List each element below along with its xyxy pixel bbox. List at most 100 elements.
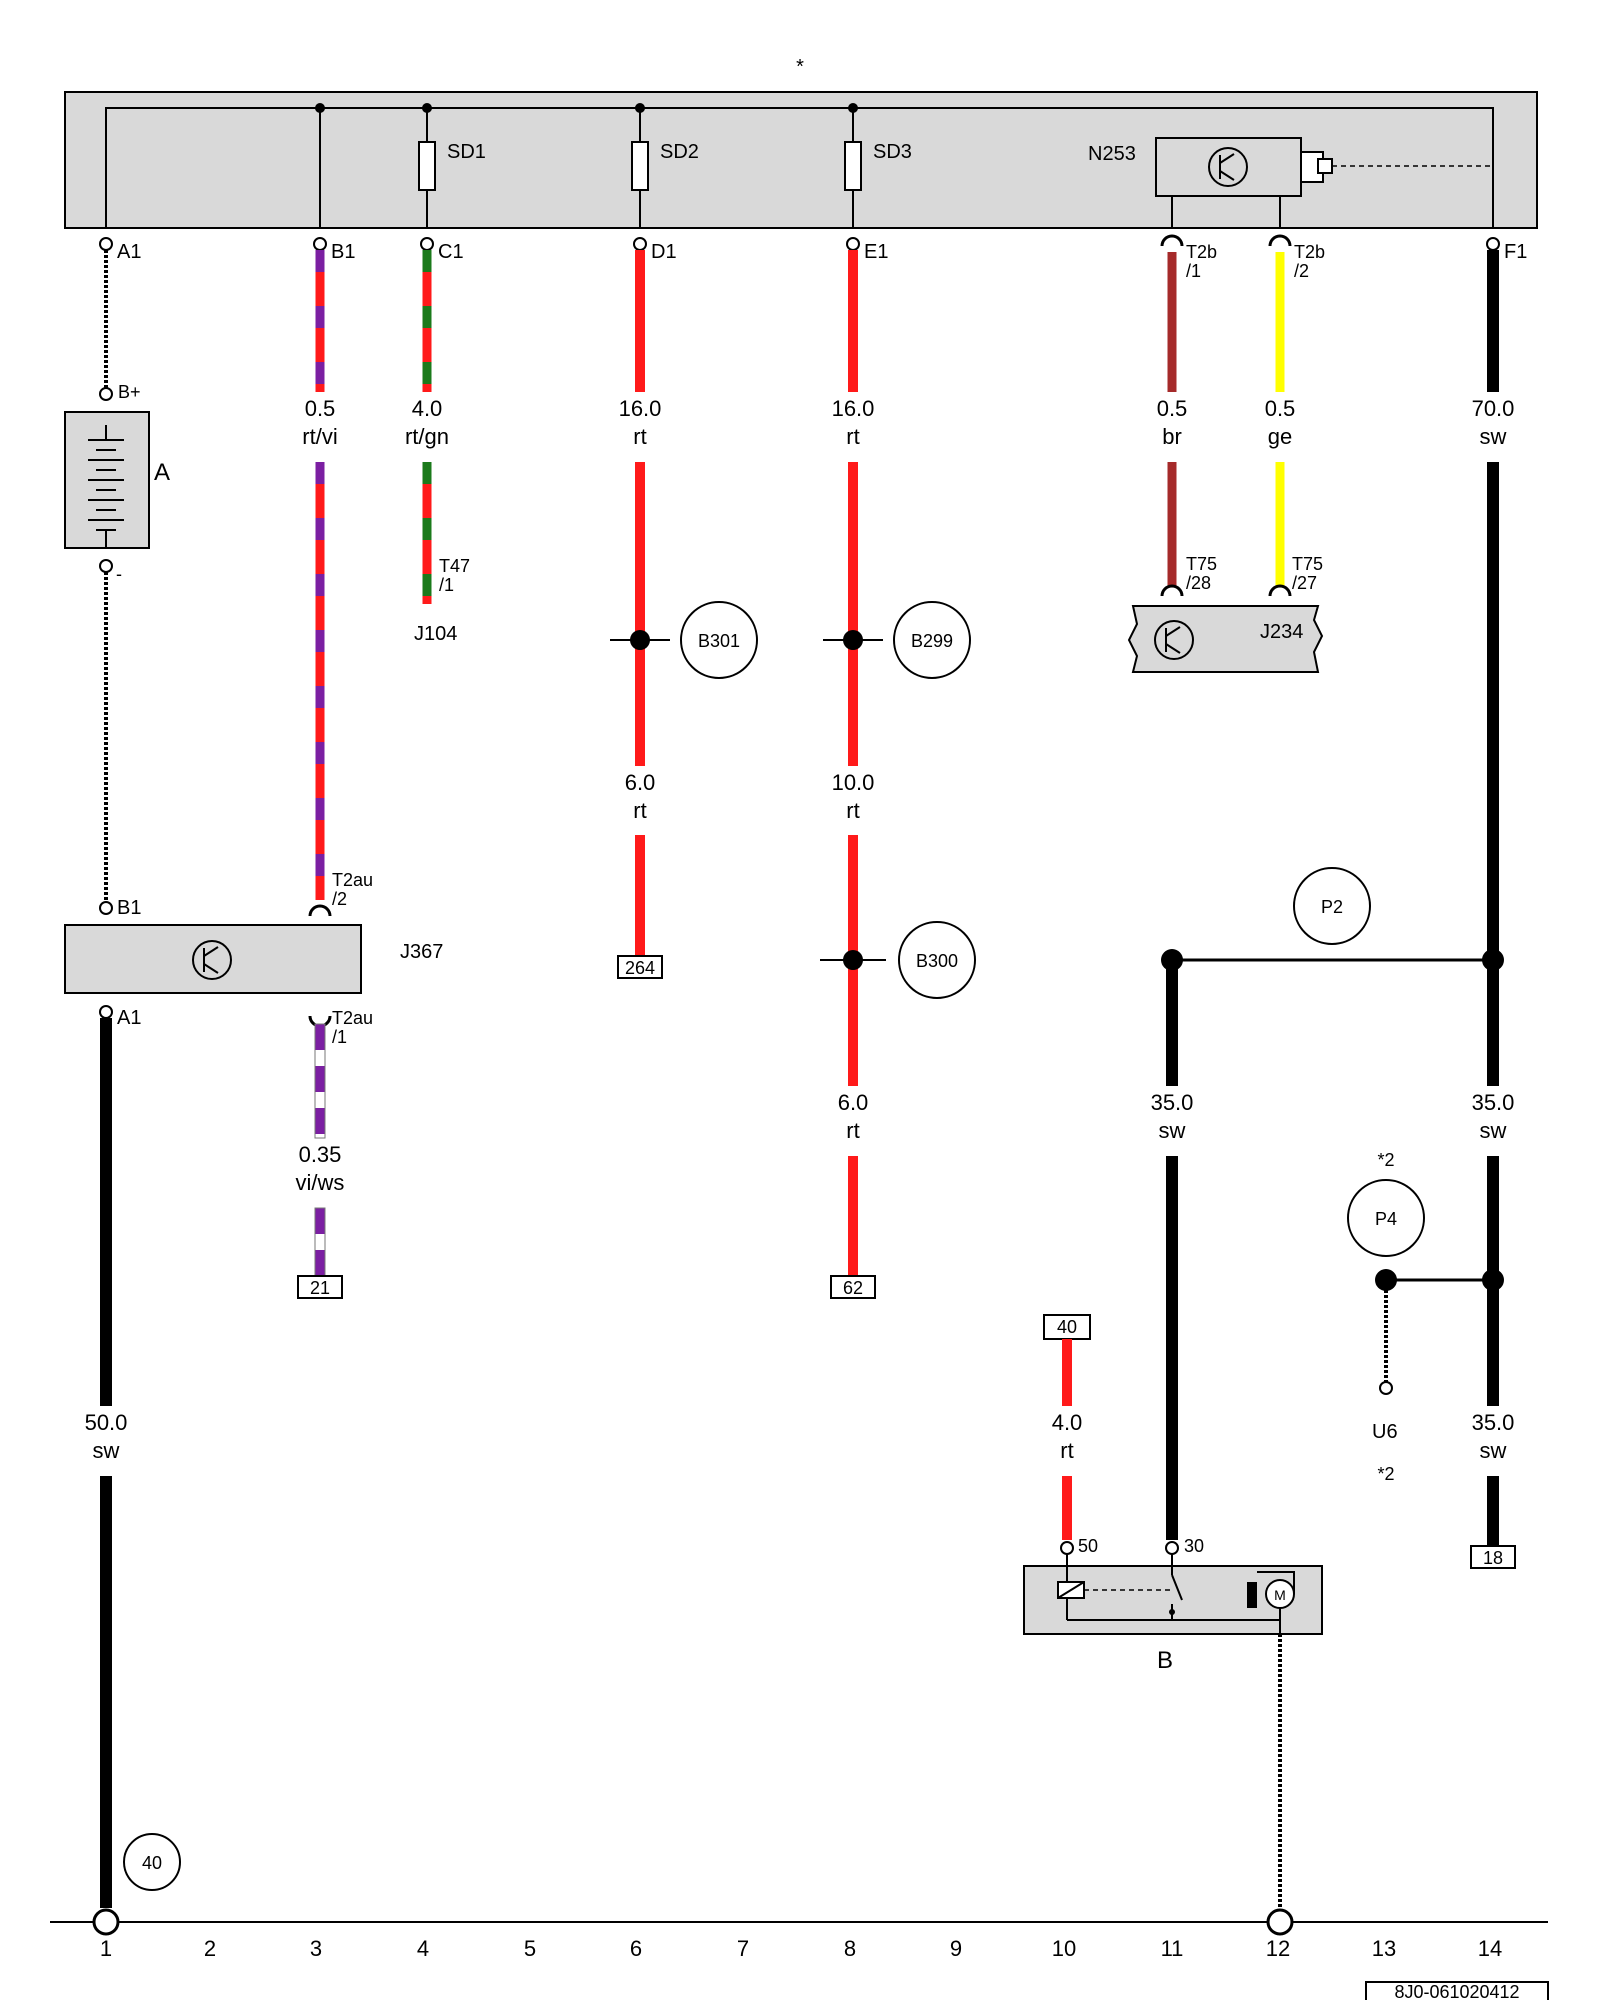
svg-text:6.0: 6.0 xyxy=(838,1090,869,1115)
wire-col8-rt: 16.0 rt 10.0 rt 6.0 rt xyxy=(820,250,886,1276)
svg-text:18: 18 xyxy=(1483,1548,1503,1568)
svg-text:50.0: 50.0 xyxy=(85,1410,128,1435)
svg-text:A1: A1 xyxy=(117,1007,141,1029)
ref-40[interactable]: 40 xyxy=(1043,1314,1091,1340)
wire-col11-sw: 35.0 sw xyxy=(1151,960,1193,1540)
svg-text:rt: rt xyxy=(846,424,859,449)
transistor-icon xyxy=(1154,620,1194,660)
battery-a: B+ A - xyxy=(64,250,170,902)
svg-text:12: 12 xyxy=(1266,1936,1290,1961)
svg-text:B300: B300 xyxy=(916,951,958,971)
svg-text:6.0: 6.0 xyxy=(625,770,656,795)
j234-label: J234 xyxy=(1260,621,1303,643)
svg-text:10: 10 xyxy=(1052,1936,1076,1961)
wire-col12-ge: 0.5 ge xyxy=(1265,252,1296,586)
svg-text:rt: rt xyxy=(633,424,646,449)
svg-text:F1: F1 xyxy=(1504,241,1527,263)
relay-n253-label: N253 xyxy=(1088,143,1136,165)
splice-p4: *2 P4 xyxy=(1347,1150,1425,1257)
fuse-sd1: SD1 xyxy=(418,141,486,191)
svg-text:M: M xyxy=(1274,1587,1286,1603)
splice-p2: P2 xyxy=(1293,867,1371,945)
svg-text:P2: P2 xyxy=(1321,897,1343,917)
column-numbers: 1 2 3 4 5 6 7 8 9 10 11 12 13 14 xyxy=(100,1936,1502,1961)
svg-text:0.5: 0.5 xyxy=(1265,396,1296,421)
svg-text:16.0: 16.0 xyxy=(619,396,662,421)
svg-text:3: 3 xyxy=(310,1936,322,1961)
ground-point-40: 40 xyxy=(123,1833,181,1891)
j104-label: J104 xyxy=(414,623,457,645)
svg-text:br: br xyxy=(1162,424,1182,449)
svg-text:0.35: 0.35 xyxy=(299,1142,342,1167)
pin-a1-top: A1 xyxy=(99,237,141,263)
svg-text:62: 62 xyxy=(843,1278,863,1298)
svg-text:sw: sw xyxy=(1480,424,1507,449)
svg-text:264: 264 xyxy=(625,958,655,978)
svg-text:ge: ge xyxy=(1268,424,1292,449)
wire-col1-sw: 50.0 sw xyxy=(85,1018,128,1908)
svg-text:T2b/1: T2b/1 xyxy=(1186,242,1217,281)
fuse-sd1-label: SD1 xyxy=(447,141,486,163)
ground-node-1 xyxy=(92,1908,120,1936)
fuse-sd2-label: SD2 xyxy=(660,141,699,163)
j367-module: B1 T2au/2 J367 A1 T2au/1 xyxy=(64,870,443,1047)
starter-label: B xyxy=(1157,1647,1173,1674)
svg-text:35.0: 35.0 xyxy=(1472,1090,1515,1115)
svg-text:rt: rt xyxy=(1060,1438,1073,1463)
svg-text:U6: U6 xyxy=(1372,1421,1398,1443)
wire-col6-rt: 16.0 rt 6.0 rt xyxy=(610,250,670,956)
svg-text:rt/vi: rt/vi xyxy=(302,424,337,449)
svg-text:A1: A1 xyxy=(117,241,141,263)
svg-text:vi/ws: vi/ws xyxy=(296,1170,345,1195)
svg-text:4.0: 4.0 xyxy=(412,396,443,421)
wire-col3-vi-ws: 0.35 vi/ws xyxy=(296,1023,345,1277)
svg-text:0.5: 0.5 xyxy=(305,396,336,421)
svg-text:E1: E1 xyxy=(864,241,888,263)
svg-text:16.0: 16.0 xyxy=(832,396,875,421)
pin-c1-top: C1 xyxy=(420,237,464,263)
svg-text:rt: rt xyxy=(633,798,646,823)
svg-text:sw: sw xyxy=(1159,1118,1186,1143)
ref-18[interactable]: 18 xyxy=(1470,1545,1516,1569)
wire-col3-rt-vi: 0.5 rt/vi xyxy=(302,250,338,900)
ref-21[interactable]: 21 xyxy=(297,1275,343,1299)
ref-62[interactable]: 62 xyxy=(830,1275,876,1299)
svg-text:B+: B+ xyxy=(118,382,141,402)
svg-text:9: 9 xyxy=(950,1936,962,1961)
splice-b299: B299 xyxy=(893,601,971,679)
ref-264[interactable]: 264 xyxy=(617,955,663,979)
svg-text:4.0: 4.0 xyxy=(1052,1410,1083,1435)
svg-text:*2: *2 xyxy=(1377,1150,1394,1170)
svg-text:B1: B1 xyxy=(331,241,355,263)
ground-node-12 xyxy=(1266,1908,1294,1936)
svg-text:4: 4 xyxy=(417,1936,429,1961)
svg-text:*2: *2 xyxy=(1377,1464,1394,1484)
svg-text:sw: sw xyxy=(1480,1118,1507,1143)
fuse-sd3: SD3 xyxy=(844,141,912,191)
connector-t2b-1: T2b/1 xyxy=(1160,234,1217,281)
svg-text:P4: P4 xyxy=(1375,1209,1397,1229)
svg-text:rt: rt xyxy=(846,1118,859,1143)
starter-b: 50 30 M B xyxy=(1023,1536,1323,1674)
svg-text:T2b/2: T2b/2 xyxy=(1294,242,1325,281)
fuse-sd3-label: SD3 xyxy=(873,141,912,163)
svg-text:6: 6 xyxy=(630,1936,642,1961)
wire-col11-br: 0.5 br xyxy=(1157,252,1187,586)
svg-text:7: 7 xyxy=(737,1936,749,1961)
svg-text:1: 1 xyxy=(100,1936,112,1961)
svg-text:T2au/2: T2au/2 xyxy=(332,870,373,909)
svg-text:10.0: 10.0 xyxy=(832,770,875,795)
fuse-sd2: SD2 xyxy=(631,141,699,191)
svg-text:rt/gn: rt/gn xyxy=(405,424,449,449)
u6-terminal: U6 *2 xyxy=(1372,1280,1398,1484)
wire-col4-rt-gn: 4.0 rt/gn T47/1 J104 xyxy=(405,250,470,645)
svg-text:21: 21 xyxy=(310,1278,330,1298)
svg-text:40: 40 xyxy=(1057,1317,1077,1337)
battery-label: A xyxy=(154,459,170,486)
svg-text:40: 40 xyxy=(142,1853,162,1873)
svg-text:D1: D1 xyxy=(651,241,677,263)
wire-col10-rt: 4.0 rt xyxy=(1052,1339,1083,1540)
connector-t75-27: T75/27 xyxy=(1292,554,1323,593)
svg-text:2: 2 xyxy=(204,1936,216,1961)
